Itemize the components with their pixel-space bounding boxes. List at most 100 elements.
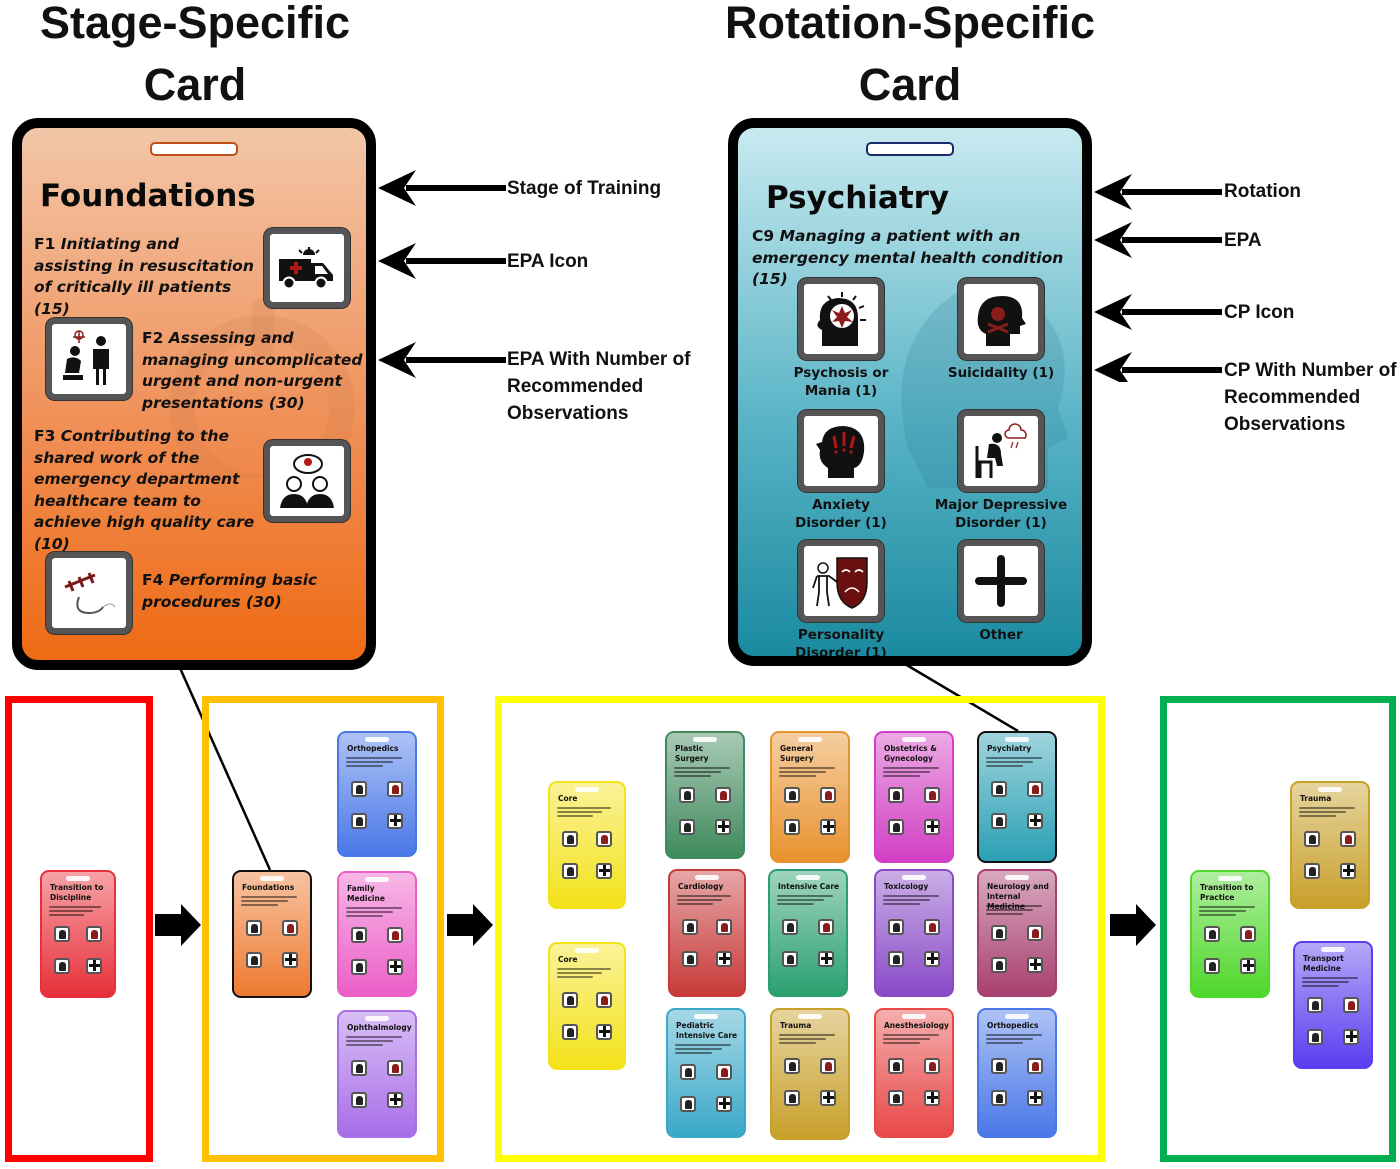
mini-card-title: Obstetrics & Gynecology bbox=[884, 744, 937, 763]
cp-icon bbox=[1204, 926, 1220, 942]
mini-card-title: Transition to Discipline bbox=[50, 883, 104, 902]
mini-card-text-lines bbox=[883, 1034, 945, 1046]
stage-card-heading-line1: Stage-Specific bbox=[39, 0, 351, 48]
mini-card-orthopedics: Orthopedics bbox=[977, 1008, 1057, 1138]
cp-label-suicidality: Suicidality (1) bbox=[947, 365, 1055, 381]
cp-icon bbox=[246, 920, 262, 936]
mini-card-text-lines bbox=[346, 907, 408, 919]
mini-card-text-lines bbox=[241, 896, 303, 908]
cp-icon bbox=[1304, 831, 1320, 847]
plus-icon bbox=[387, 813, 403, 829]
cp-icon bbox=[991, 1090, 1007, 1106]
cp-icon bbox=[784, 819, 800, 835]
cp-icon bbox=[1304, 863, 1320, 879]
card-lanyard-slot bbox=[66, 876, 90, 881]
cp-icon bbox=[888, 819, 904, 835]
cp-icon bbox=[784, 1090, 800, 1106]
cp-icon bbox=[351, 927, 367, 943]
cp-icon bbox=[1343, 997, 1359, 1013]
mini-card-title: Core bbox=[558, 955, 578, 964]
plus-icon bbox=[924, 819, 940, 835]
card-lanyard-slot bbox=[1321, 947, 1345, 952]
mini-card-trauma: Trauma bbox=[1290, 781, 1370, 909]
arrow-epa-observations bbox=[378, 342, 506, 378]
plus-icon bbox=[1027, 1090, 1043, 1106]
rotation-card-heading-line2: Card bbox=[858, 59, 962, 110]
cp-icon bbox=[782, 951, 798, 967]
flow-arrow-2 bbox=[447, 904, 493, 946]
label-cp-icon: CP Icon bbox=[1224, 302, 1295, 323]
mini-card-title: Cardiology bbox=[678, 882, 724, 891]
mini-card-psychiatry: Psychiatry bbox=[977, 731, 1057, 863]
ambulance-icon bbox=[264, 228, 350, 308]
rotation-title: Psychiatry bbox=[766, 180, 950, 216]
plus-icon bbox=[958, 540, 1044, 622]
cp-icon bbox=[888, 1090, 904, 1106]
rotation-annotation-arrows bbox=[1094, 174, 1222, 382]
epa-f4-text: F4 Performing basic procedures (30) bbox=[142, 570, 342, 613]
card-lanyard-slot bbox=[1005, 875, 1029, 880]
plus-icon bbox=[924, 1090, 940, 1106]
depressed-person-icon bbox=[958, 410, 1044, 492]
label-epa-with-observations: EPA With Number of Recommended Observati… bbox=[507, 349, 691, 424]
cp-icon bbox=[596, 992, 612, 1008]
plus-icon bbox=[596, 1024, 612, 1040]
mini-card-text-lines bbox=[346, 757, 408, 769]
cp-icon bbox=[351, 959, 367, 975]
mini-card-title: Neurology and Internal Medicine bbox=[987, 882, 1049, 911]
mini-card-core: Core bbox=[548, 942, 626, 1070]
plus-icon bbox=[596, 863, 612, 879]
mini-card-title: Trauma bbox=[780, 1021, 812, 1030]
card-lanyard-slot bbox=[902, 875, 926, 880]
cp-icon bbox=[716, 1064, 732, 1080]
cp-icon bbox=[924, 1058, 940, 1074]
skull-head-icon bbox=[958, 278, 1044, 360]
plus-icon bbox=[86, 958, 102, 974]
cp-icon bbox=[991, 781, 1007, 797]
rotation-card-heading: Rotation-Specific Card bbox=[700, 0, 1120, 116]
cp-icon bbox=[888, 787, 904, 803]
mini-card-title: Trauma bbox=[1300, 794, 1332, 803]
plus-icon bbox=[387, 1092, 403, 1108]
cp-icon bbox=[54, 926, 70, 942]
label-epa: EPA bbox=[1224, 230, 1262, 251]
cp-icon bbox=[784, 1058, 800, 1074]
mini-card-text-lines bbox=[779, 767, 841, 779]
plus-icon bbox=[715, 819, 731, 835]
cp-icon bbox=[246, 952, 262, 968]
card-lanyard-slot bbox=[1005, 1014, 1029, 1019]
card-lanyard-slot bbox=[150, 142, 238, 156]
rotation-card-heading-line1: Rotation-Specific bbox=[724, 0, 1096, 48]
cp-icon bbox=[991, 925, 1007, 941]
mini-card-neurology-and-internal-medicine: Neurology and Internal Medicine bbox=[977, 869, 1057, 997]
mini-card-title: Toxicology bbox=[884, 882, 929, 891]
mini-card-text-lines bbox=[677, 895, 737, 907]
card-lanyard-slot bbox=[798, 737, 822, 742]
cp-icon bbox=[679, 787, 695, 803]
mini-card-text-lines bbox=[557, 968, 617, 980]
cp-icon bbox=[991, 813, 1007, 829]
mini-card-text-lines bbox=[883, 767, 945, 779]
cp-icon bbox=[680, 1064, 696, 1080]
cp-icon bbox=[888, 1058, 904, 1074]
mini-card-title: Pediatric Intensive Care bbox=[676, 1021, 738, 1040]
cp-icon bbox=[888, 919, 904, 935]
cp-icon bbox=[991, 1058, 1007, 1074]
plus-icon bbox=[1027, 957, 1043, 973]
mini-card-text-lines bbox=[883, 895, 945, 907]
flow-arrow-3 bbox=[1110, 904, 1156, 946]
cp-icon bbox=[1240, 926, 1256, 942]
mini-card-title: Anesthesiology bbox=[884, 1021, 949, 1030]
mini-card-text-lines bbox=[986, 757, 1048, 769]
cp-icon bbox=[1027, 1058, 1043, 1074]
plus-icon bbox=[820, 1090, 836, 1106]
psychosis-head-icon bbox=[798, 278, 884, 360]
mini-card-obstetrics-gynecology: Obstetrics & Gynecology bbox=[874, 731, 954, 863]
cp-icon bbox=[924, 919, 940, 935]
mini-card-transport-medicine: Transport Medicine bbox=[1293, 941, 1373, 1069]
cp-icon bbox=[1027, 925, 1043, 941]
cp-icon bbox=[715, 787, 731, 803]
card-lanyard-slot bbox=[798, 1014, 822, 1019]
mini-card-toxicology: Toxicology bbox=[874, 869, 954, 997]
arrow-cp-observations bbox=[1094, 352, 1222, 382]
